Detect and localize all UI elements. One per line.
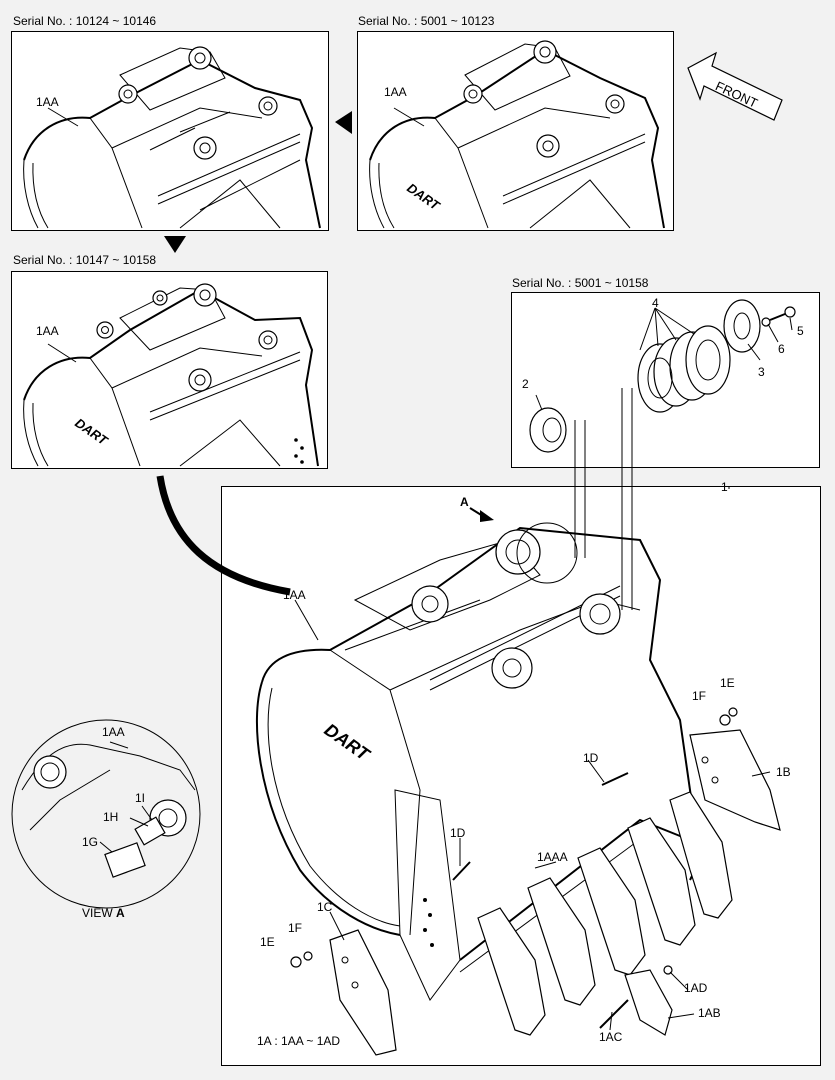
arrow-triangle-down (164, 236, 186, 253)
callout-3: 3 (758, 365, 765, 379)
assembly-note: 1A : 1AA ~ 1AD (257, 1034, 341, 1048)
callout-5: 5 (797, 324, 804, 338)
view-a-prefix: VIEW (82, 906, 113, 920)
callout-1e-left: 1E (260, 935, 275, 949)
callout-1b: 1B (776, 765, 791, 779)
serial-label-middle-right: Serial No. : 5001 ~ 10158 (512, 276, 649, 290)
callout-1g: 1G (82, 835, 99, 849)
callout-1aa-top-left: 1AA (36, 95, 59, 109)
callout-1f-left: 1F (288, 921, 303, 935)
callout-1ac: 1AC (599, 1030, 623, 1044)
bushing-parts-drawing (529, 299, 796, 610)
bucket-panel-top-left (11, 31, 329, 231)
main-bucket-drawing (255, 487, 781, 1056)
view-a-letter: A (116, 906, 125, 920)
serial-label-top-right: Serial No. : 5001 ~ 10123 (358, 14, 495, 28)
callout-6: 6 (778, 342, 785, 356)
callout-1aaa: 1AAA (537, 850, 568, 864)
front-arrow (687, 51, 783, 121)
view-a-drawing (11, 719, 201, 909)
serial-label-middle-left: Serial No. : 10147 ~ 10158 (13, 253, 157, 267)
callout-arrow-a: A (460, 495, 469, 509)
callout-1d-left: 1D (450, 826, 466, 840)
serial-label-top-left: Serial No. : 10124 ~ 10146 (13, 14, 157, 28)
callout-1ab: 1AB (698, 1006, 721, 1020)
bucket-drawing-top-right (369, 40, 665, 229)
callout-1: 1 (721, 480, 728, 494)
callout-1ad: 1AD (684, 981, 708, 995)
callout-2: 2 (522, 377, 529, 391)
bucket-panel-top-right (357, 31, 674, 231)
callout-1aa-main: 1AA (283, 588, 306, 602)
callout-1e-right: 1E (720, 676, 735, 690)
callout-1aa-middle-left: 1AA (36, 324, 59, 338)
bucket-drawing-top-left (23, 46, 321, 229)
callout-1i: 1I (135, 791, 146, 805)
callout-1h: 1H (103, 810, 119, 824)
arrow-triangle-left (335, 111, 352, 134)
callout-1aa-view: 1AA (102, 725, 125, 739)
bucket-drawing-middle-left (23, 283, 319, 467)
teeth (477, 791, 733, 1036)
callout-1aa-top-right: 1AA (384, 85, 407, 99)
connector-curve (156, 475, 291, 596)
callout-1d-right: 1D (583, 751, 599, 765)
callout-4: 4 (652, 296, 659, 310)
view-a-label: VIEW A (82, 906, 125, 920)
callout-1f-right: 1F (692, 689, 707, 703)
callout-1c: 1C (317, 900, 333, 914)
